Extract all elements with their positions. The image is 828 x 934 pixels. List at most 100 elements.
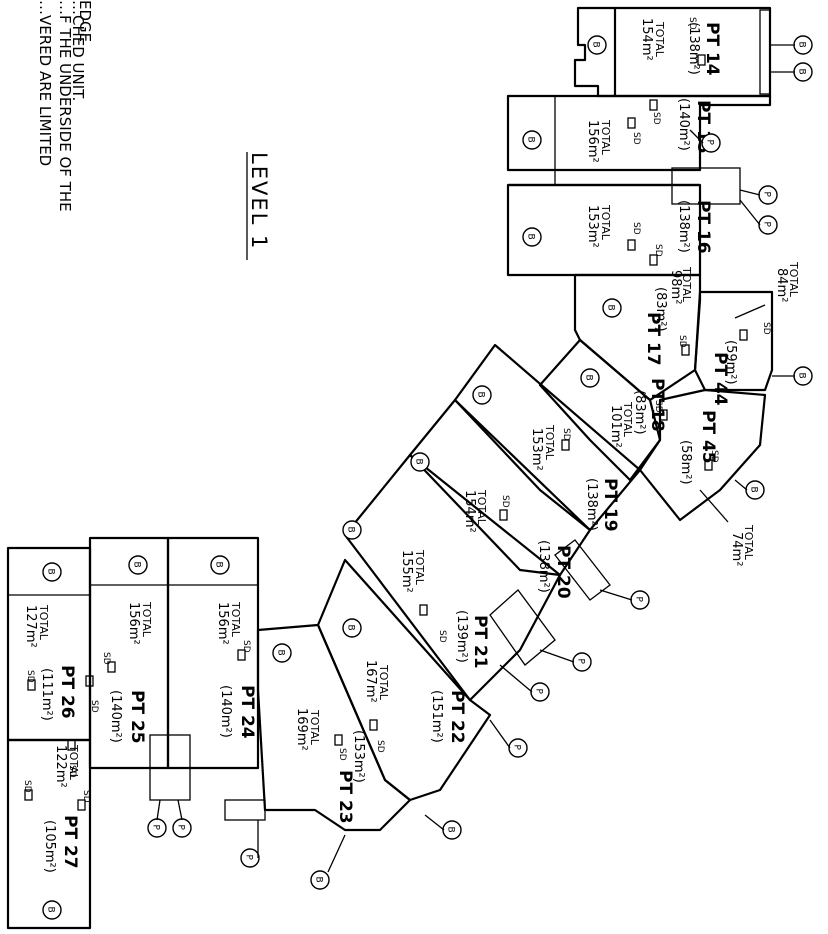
- svg-text:P: P: [534, 689, 544, 695]
- parking-icon: P: [240, 848, 260, 868]
- svg-text:(59m²): (59m²): [723, 340, 738, 385]
- smoke-detector-icon: SD: [687, 17, 706, 66]
- svg-text:SD: SD: [437, 630, 447, 643]
- svg-text:P: P: [705, 140, 715, 146]
- svg-text:B: B: [749, 487, 759, 493]
- svg-text:TOTAL: TOTAL: [308, 709, 321, 746]
- svg-text:(83m²): (83m²): [653, 287, 668, 332]
- smoke-detector-icon: SD: [653, 400, 668, 421]
- svg-text:B: B: [476, 392, 486, 398]
- plan-notes: …VERED ARE LIMITED …F THE UNDERSIDE OF T…: [36, 0, 94, 212]
- svg-text:TOTAL: TOTAL: [599, 119, 612, 156]
- svg-text:TOTAL: TOTAL: [742, 524, 755, 561]
- svg-text:SD: SD: [653, 244, 663, 257]
- svg-text:PT 22: PT 22: [447, 690, 467, 744]
- svg-text:SD: SD: [677, 335, 687, 348]
- balcony-icon: B: [342, 618, 362, 638]
- level-title: LEVEL 1: [246, 152, 271, 260]
- balcony-icon: B: [745, 480, 765, 500]
- smoke-detector-icon: SD: [627, 117, 641, 145]
- svg-text:153m²: 153m²: [585, 205, 600, 248]
- smoke-detector-icon: SD: [739, 322, 771, 341]
- svg-text:156m²: 156m²: [215, 602, 230, 645]
- svg-text:B: B: [606, 305, 616, 311]
- unit-pt24: TOTAL 156m² PT 24 (140m²): [166, 536, 260, 770]
- smoke-detector-icon: SD: [419, 604, 447, 643]
- balcony-icon: B: [128, 555, 148, 575]
- smoke-detector-icon: SD: [237, 640, 251, 661]
- smoke-detector-icon: SD: [25, 670, 36, 691]
- svg-text:B: B: [346, 527, 356, 533]
- balcony-icon: B: [793, 35, 813, 55]
- svg-text:P: P: [576, 659, 586, 665]
- svg-text:SD: SD: [67, 765, 77, 778]
- unit-pt19: TOTAL 153m² PT 19 (138m²): [453, 343, 642, 532]
- svg-text:TOTAL: TOTAL: [475, 489, 488, 526]
- svg-text:154m²: 154m²: [462, 490, 477, 533]
- svg-text:PT 23: PT 23: [335, 770, 355, 824]
- balcony-icon: B: [793, 62, 813, 82]
- smoke-detector-icon: SD: [85, 675, 99, 713]
- svg-text:(140m²): (140m²): [108, 690, 123, 743]
- unit-pt44: TOTAL 84m² (59m²) PT 44: [693, 261, 800, 406]
- svg-text:(139m²): (139m²): [454, 610, 469, 663]
- svg-text:TOTAL: TOTAL: [229, 601, 242, 638]
- svg-text:SD: SD: [89, 700, 99, 713]
- svg-text:B: B: [46, 907, 56, 913]
- unit-pt22: TOTAL 167m² PT 22 (151m²): [316, 558, 492, 802]
- svg-text:B: B: [446, 827, 456, 833]
- svg-text:SD: SD: [22, 780, 32, 793]
- svg-text:PT 18: PT 18: [647, 378, 667, 432]
- smoke-detector-icon: SD: [334, 734, 347, 761]
- smoke-detector-icon: SD: [22, 780, 33, 801]
- svg-text:P: P: [151, 825, 161, 831]
- unit-pt15: PT 15 (140m²) TOTAL 156m²: [506, 94, 772, 185]
- parking-icon: P: [758, 215, 778, 235]
- svg-text:SD: SD: [687, 17, 697, 30]
- svg-text:TOTAL: TOTAL: [621, 401, 634, 438]
- svg-text:SD: SD: [81, 790, 91, 803]
- svg-text:(138m²): (138m²): [686, 22, 701, 75]
- note-line-4: EDGE: [76, 0, 94, 42]
- svg-text:122m²: 122m²: [53, 745, 68, 788]
- svg-text:SD: SD: [337, 748, 347, 761]
- smoke-detector-icon: SD: [561, 428, 571, 451]
- balcony-icon: B: [210, 555, 230, 575]
- parking-icon: P: [172, 818, 192, 838]
- svg-text:(138m²): (138m²): [536, 540, 551, 593]
- svg-text:(138m²): (138m²): [584, 478, 599, 531]
- svg-text:PT 19: PT 19: [600, 478, 620, 532]
- unit-pt25: TOTAL 156m² PT 25 (140m²): [88, 536, 191, 801]
- svg-text:LEVEL 1: LEVEL 1: [247, 152, 271, 250]
- balcony-icon: B: [410, 452, 430, 472]
- parking-icon: P: [508, 738, 528, 758]
- svg-text:SD: SD: [651, 112, 661, 125]
- svg-text:B: B: [797, 69, 807, 75]
- svg-text:127m²: 127m²: [23, 605, 38, 648]
- smoke-detector-icon: SD: [369, 719, 385, 753]
- svg-text:B: B: [591, 42, 601, 48]
- svg-text:(151m²): (151m²): [429, 690, 444, 743]
- svg-text:TOTAL: TOTAL: [37, 604, 50, 641]
- svg-text:P: P: [176, 825, 186, 831]
- smoke-detector-icon: SD: [67, 739, 77, 778]
- svg-text:TOTAL: TOTAL: [543, 424, 556, 461]
- svg-text:(153m²): (153m²): [351, 730, 366, 783]
- svg-text:74m²: 74m²: [729, 532, 744, 566]
- svg-text:156m²: 156m²: [585, 120, 600, 163]
- svg-text:SD: SD: [653, 400, 663, 413]
- unit-pt45: PT 45 (58m²) TOTAL 74m²: [638, 388, 767, 566]
- svg-text:154m²: 154m²: [639, 18, 654, 61]
- svg-text:(105m²): (105m²): [42, 820, 57, 873]
- note-line-2: …F THE UNDERSIDE OF THE: [56, 0, 74, 212]
- svg-text:(140m²): (140m²): [218, 685, 233, 738]
- smoke-detector-icon: SD: [649, 99, 661, 125]
- smoke-detector-icon: SD: [77, 790, 91, 811]
- svg-text:B: B: [214, 562, 224, 568]
- svg-text:TOTAL: TOTAL: [67, 744, 80, 781]
- svg-text:B: B: [526, 137, 536, 143]
- smoke-detector-icon: SD: [649, 244, 663, 266]
- svg-text:SD: SD: [761, 322, 771, 335]
- svg-text:B: B: [46, 569, 56, 575]
- svg-text:PT 24: PT 24: [237, 685, 257, 739]
